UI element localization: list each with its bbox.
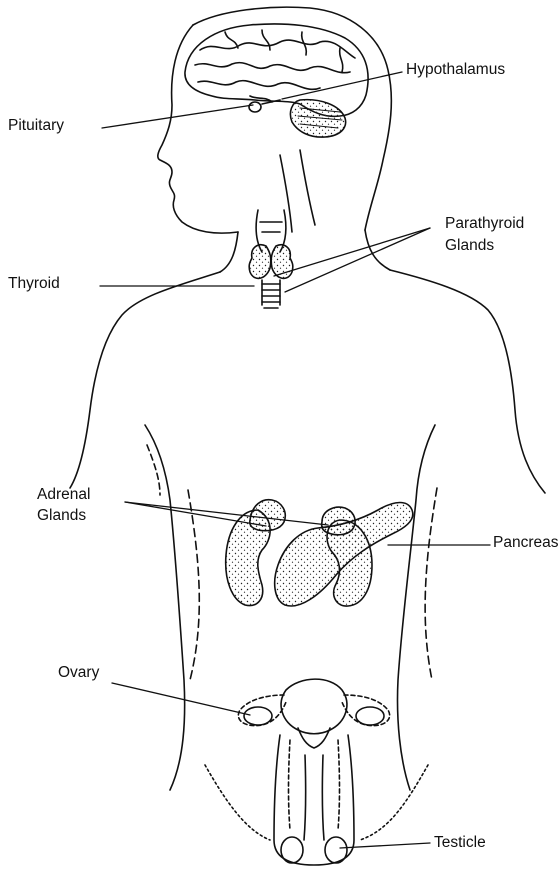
label-hypothalamus: Hypothalamus [406, 60, 505, 79]
thyroid-gland-icon [249, 210, 293, 308]
uterus-icon [281, 679, 347, 748]
pituitary-leader-line [102, 105, 253, 128]
label-adrenal-line1: Adrenal [37, 485, 90, 504]
label-parathyroid-line2: Glands [445, 236, 494, 255]
label-thyroid: Thyroid [8, 274, 60, 293]
ovary-icon [238, 695, 389, 726]
leader-lines [100, 72, 490, 848]
left-adrenal-gland-icon [250, 500, 285, 531]
brain-icon [185, 24, 368, 137]
label-testicle: Testicle [434, 833, 486, 852]
label-ovary: Ovary [58, 663, 99, 682]
label-parathyroid-line1: Parathyroid [445, 214, 524, 233]
adrenal-leader-line-right [125, 502, 328, 525]
label-pancreas: Pancreas [493, 533, 558, 552]
parathyroid-leader-line-lower [285, 228, 430, 292]
parathyroid-leader-line-upper [274, 228, 430, 276]
ovary-leader-line [112, 683, 250, 715]
label-pituitary: Pituitary [8, 116, 64, 135]
hypothalamus-leader-line [282, 72, 402, 99]
testicle-icon [274, 735, 354, 865]
label-adrenal-line2: Glands [37, 506, 86, 525]
